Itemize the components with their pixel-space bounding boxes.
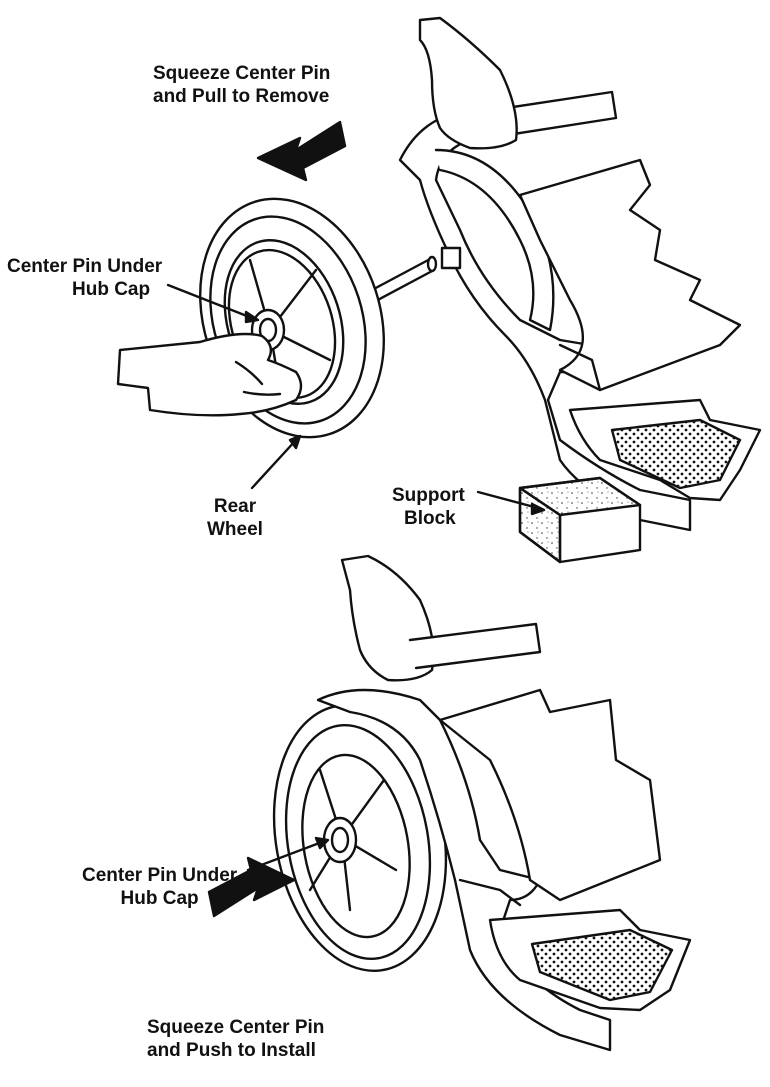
footrest-bottom bbox=[488, 908, 692, 1012]
rear-wheel-bottom bbox=[272, 704, 448, 972]
leader-support-block bbox=[476, 490, 540, 510]
rear-wheel-top bbox=[199, 197, 385, 439]
leader-center-pin-bottom bbox=[246, 840, 324, 872]
center-pin-bottom-label: Center Pin Under Hub Cap bbox=[82, 865, 238, 909]
support-block bbox=[518, 476, 642, 564]
rear-wheel-label: Rear Wheel bbox=[207, 496, 263, 540]
remove-instruction-label: Squeeze Center Pin and Pull to Remove bbox=[153, 63, 331, 107]
footrest-top bbox=[568, 398, 762, 502]
leader-rear-wheel bbox=[250, 438, 298, 490]
remove-arrow bbox=[256, 120, 347, 182]
install-instruction-label: Squeeze Center Pin and Push to Install bbox=[147, 1017, 325, 1061]
hand-bottom-handle bbox=[340, 554, 435, 682]
support-block-label: Support Block bbox=[392, 485, 465, 529]
hand-top-handle bbox=[418, 16, 518, 150]
leader-center-pin-top bbox=[166, 283, 254, 320]
install-arrow bbox=[207, 856, 296, 918]
axle-top bbox=[370, 255, 438, 304]
center-pin-top-label: Center Pin Under Hub Cap bbox=[7, 256, 163, 300]
